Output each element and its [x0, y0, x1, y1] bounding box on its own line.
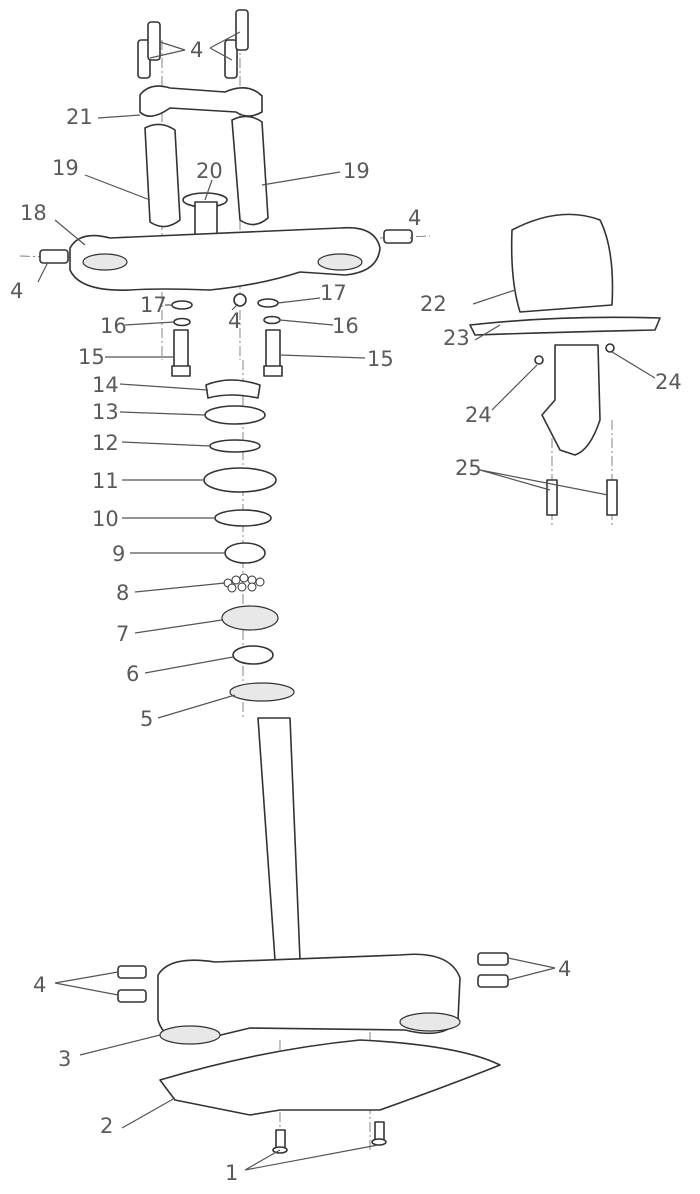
label-4-mid: 4	[228, 309, 241, 333]
label-2: 2	[100, 1114, 113, 1138]
lower-clamp-bolts	[117, 952, 509, 1003]
steering-bearing-stack	[203, 379, 295, 702]
upper-triple-clamp	[69, 226, 381, 291]
label-10: 10	[92, 507, 119, 531]
label-18: 18	[20, 201, 47, 225]
label-9: 9	[112, 542, 125, 566]
label-24-left: 24	[465, 403, 492, 427]
riser-right	[231, 115, 269, 226]
label-11: 11	[92, 469, 119, 493]
label-7: 7	[116, 622, 129, 646]
label-14: 14	[92, 373, 119, 397]
label-22: 22	[420, 292, 447, 316]
ignition-cover	[510, 213, 614, 313]
label-21: 21	[66, 105, 93, 129]
label-4-top: 4	[190, 38, 203, 62]
label-25: 25	[455, 456, 482, 480]
label-15-right: 15	[367, 347, 394, 371]
label-16-right: 16	[332, 314, 359, 338]
bottom-screws	[272, 1121, 387, 1154]
label-13: 13	[92, 400, 119, 424]
label-17-right: 17	[320, 281, 347, 305]
label-12: 12	[92, 431, 119, 455]
washers-and-bolts	[171, 298, 283, 377]
bolt-right	[383, 229, 413, 244]
riser-left	[144, 123, 181, 228]
label-5: 5	[140, 707, 153, 731]
label-19-right: 19	[343, 159, 370, 183]
top-bolts	[137, 9, 249, 79]
label-4-left: 4	[10, 279, 23, 303]
label-15-left: 15	[78, 345, 105, 369]
label-3: 3	[58, 1047, 71, 1071]
label-23: 23	[443, 326, 470, 350]
label-24-right: 24	[655, 370, 682, 394]
callout-leaders	[37, 31, 656, 1171]
label-4-right: 4	[408, 206, 421, 230]
bolt-mid	[233, 293, 247, 307]
label-20: 20	[196, 159, 223, 183]
ignition-switch	[541, 344, 601, 456]
label-19-left: 19	[52, 156, 79, 180]
label-1: 1	[225, 1161, 238, 1185]
label-16-left: 16	[100, 314, 127, 338]
handlebar-clamp	[139, 85, 263, 117]
label-8: 8	[116, 581, 129, 605]
label-4-bottom-right: 4	[558, 957, 571, 981]
label-17-left: 17	[140, 293, 167, 317]
callout-labels: 4 21 19 20 19 18 4 4 17 17 16 16 4 15 15…	[10, 38, 682, 1185]
steering-stem	[257, 717, 301, 961]
lower-cover-plate	[159, 1039, 501, 1116]
label-4-bottom-left: 4	[33, 973, 46, 997]
label-6: 6	[126, 662, 139, 686]
mounting-bracket	[469, 316, 661, 336]
bolt-left	[39, 249, 69, 264]
